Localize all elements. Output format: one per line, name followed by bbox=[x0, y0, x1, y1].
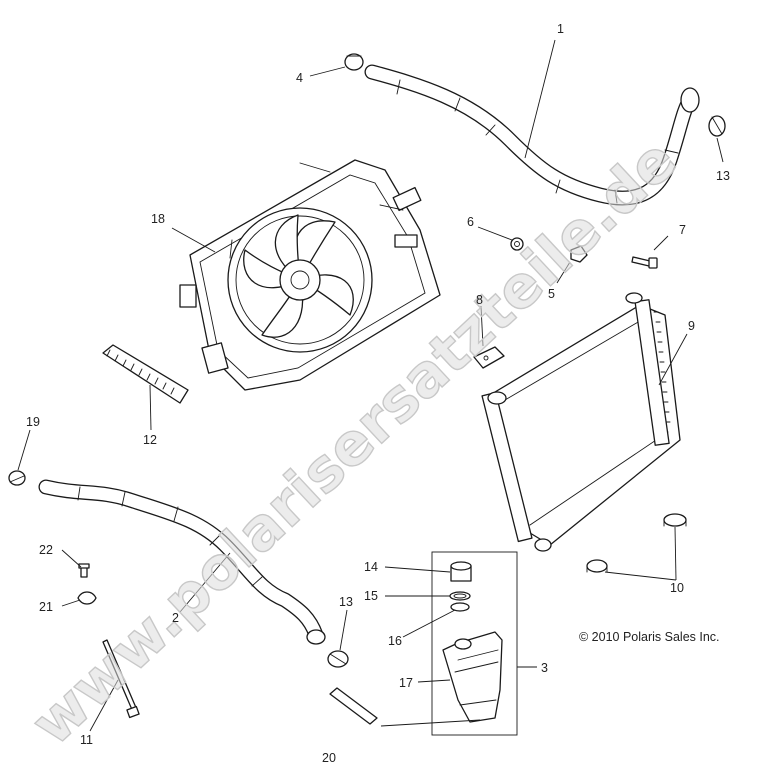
callout-10: 10 bbox=[670, 581, 684, 595]
copyright-notice: © 2010 Polaris Sales Inc. bbox=[579, 630, 720, 644]
isolator-5 bbox=[570, 245, 588, 263]
callout-2: 2 bbox=[172, 611, 179, 625]
callout-16: 16 bbox=[388, 634, 402, 648]
hose-clamp-13-lower bbox=[327, 650, 349, 668]
callout-21: 21 bbox=[39, 600, 53, 614]
callout-13-lower: 13 bbox=[339, 595, 353, 609]
hose-clamp-19 bbox=[8, 470, 26, 486]
fan-shroud-assembly bbox=[179, 159, 441, 391]
callout-17: 17 bbox=[399, 676, 413, 690]
callout-14: 14 bbox=[364, 560, 378, 574]
upper-coolant-hose bbox=[364, 64, 700, 206]
callout-11: 11 bbox=[80, 733, 93, 747]
bolt-7 bbox=[631, 256, 658, 269]
callout-5: 5 bbox=[548, 287, 555, 301]
callout-15: 15 bbox=[364, 589, 378, 603]
callout-8: 8 bbox=[476, 293, 483, 307]
radiator bbox=[481, 292, 681, 552]
callout-labels: 1 4 13 18 6 7 5 8 9 12 19 22 21 2 13 14 … bbox=[26, 22, 730, 765]
screw-22 bbox=[78, 563, 90, 578]
callout-6: 6 bbox=[467, 215, 474, 229]
callout-20: 20 bbox=[322, 751, 336, 765]
callout-1: 1 bbox=[557, 22, 564, 36]
hose-clamp-13-upper bbox=[708, 115, 726, 137]
callout-22: 22 bbox=[39, 543, 53, 557]
callout-19: 19 bbox=[26, 415, 40, 429]
flexible-duct bbox=[102, 344, 189, 404]
leader-lines bbox=[17, 39, 724, 732]
callout-18: 18 bbox=[151, 212, 165, 226]
lower-coolant-hose bbox=[38, 479, 326, 645]
bracket-8 bbox=[473, 346, 505, 369]
grommet-6 bbox=[510, 237, 524, 251]
callout-4: 4 bbox=[296, 71, 303, 85]
p-clamp-21 bbox=[77, 591, 97, 605]
rubber-mount-10 bbox=[586, 513, 687, 573]
cable-tie-11 bbox=[102, 639, 140, 719]
callout-13-upper: 13 bbox=[716, 169, 730, 183]
coolant-reservoir-group bbox=[431, 551, 518, 736]
callout-9: 9 bbox=[688, 319, 695, 333]
callout-3: 3 bbox=[541, 661, 548, 675]
hose-clamp-4 bbox=[344, 53, 364, 71]
callout-7: 7 bbox=[679, 223, 686, 237]
vent-hose-20 bbox=[329, 687, 378, 725]
callout-12: 12 bbox=[143, 433, 157, 447]
